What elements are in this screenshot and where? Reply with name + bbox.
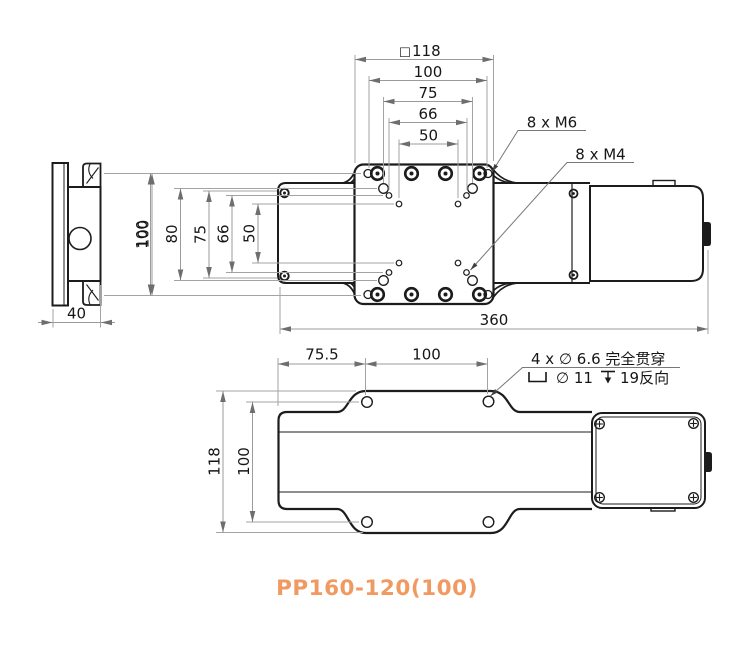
hole-note-leader bbox=[490, 367, 680, 397]
dim-left-80: 80 bbox=[163, 224, 181, 243]
dim-left-50: 50 bbox=[241, 224, 259, 243]
dim-top-50: 50 bbox=[419, 127, 438, 145]
counterbore-icon bbox=[528, 372, 547, 383]
motor-connector bbox=[703, 222, 711, 246]
dim-left-66: 66 bbox=[215, 224, 233, 243]
top-view bbox=[277, 163, 711, 306]
dimension-texts: □ 118 100 75 66 50 100 80 75 66 50 100 4… bbox=[67, 42, 669, 476]
depth-icon bbox=[601, 370, 615, 384]
top-view-motor-housing bbox=[589, 185, 704, 282]
carriage-plate bbox=[353, 163, 495, 306]
side-view-rail-plate bbox=[51, 162, 69, 307]
bottom-view bbox=[277, 389, 712, 535]
label-8xM6: 8 x M6 bbox=[527, 114, 577, 132]
label-8xM4: 8 x M4 bbox=[575, 146, 625, 164]
dim-side-100: 100 bbox=[133, 220, 151, 249]
dim-top-66: 66 bbox=[418, 105, 437, 123]
dim-top-75: 75 bbox=[418, 84, 437, 102]
m4-inner-holes bbox=[385, 192, 470, 276]
extension-lines bbox=[52, 55, 709, 533]
motor-mount-screws bbox=[568, 188, 579, 280]
dim-bottom-100w: 100 bbox=[412, 346, 441, 364]
dim-bottom-75p5: 75.5 bbox=[305, 346, 338, 364]
hole-note-diameter: ∅ 11 bbox=[556, 369, 593, 387]
hole-note-line1: 4 x ∅ 6.6 完全贯穿 bbox=[531, 350, 665, 368]
dim-left-75: 75 bbox=[192, 225, 210, 244]
dim-left-100: 100 bbox=[135, 220, 153, 249]
part-number-title: PP160-120(100) bbox=[276, 576, 478, 601]
m6-leader bbox=[491, 130, 586, 173]
dim-bottom-100h: 100 bbox=[235, 447, 253, 476]
square-symbol: □ bbox=[399, 44, 411, 59]
dim-top-100: 100 bbox=[414, 63, 443, 81]
side-view-top-clamp bbox=[82, 162, 102, 187]
m6-inner-holes bbox=[378, 183, 478, 286]
dim-side-40: 40 bbox=[67, 305, 86, 323]
bottom-view-motor-housing bbox=[591, 412, 706, 509]
side-view-bottom-clamp bbox=[82, 281, 102, 306]
m4-leader bbox=[470, 162, 634, 271]
side-view-center-hole bbox=[68, 226, 92, 251]
dim-overall-360: 360 bbox=[480, 311, 509, 329]
bottom-view-body bbox=[277, 389, 592, 535]
leader-lines bbox=[470, 130, 680, 397]
side-view bbox=[51, 162, 102, 307]
bottom-motor-connector bbox=[705, 452, 712, 472]
dimension-lines bbox=[38, 56, 708, 533]
motor-cover-screws bbox=[594, 418, 700, 504]
hole-note-depth: 19反向 bbox=[620, 369, 669, 387]
dim-bottom-118: 118 bbox=[206, 447, 224, 476]
dim-top-118: 118 bbox=[412, 42, 441, 60]
side-view-carriage-block bbox=[67, 186, 102, 282]
base-mounting-holes bbox=[361, 395, 495, 529]
